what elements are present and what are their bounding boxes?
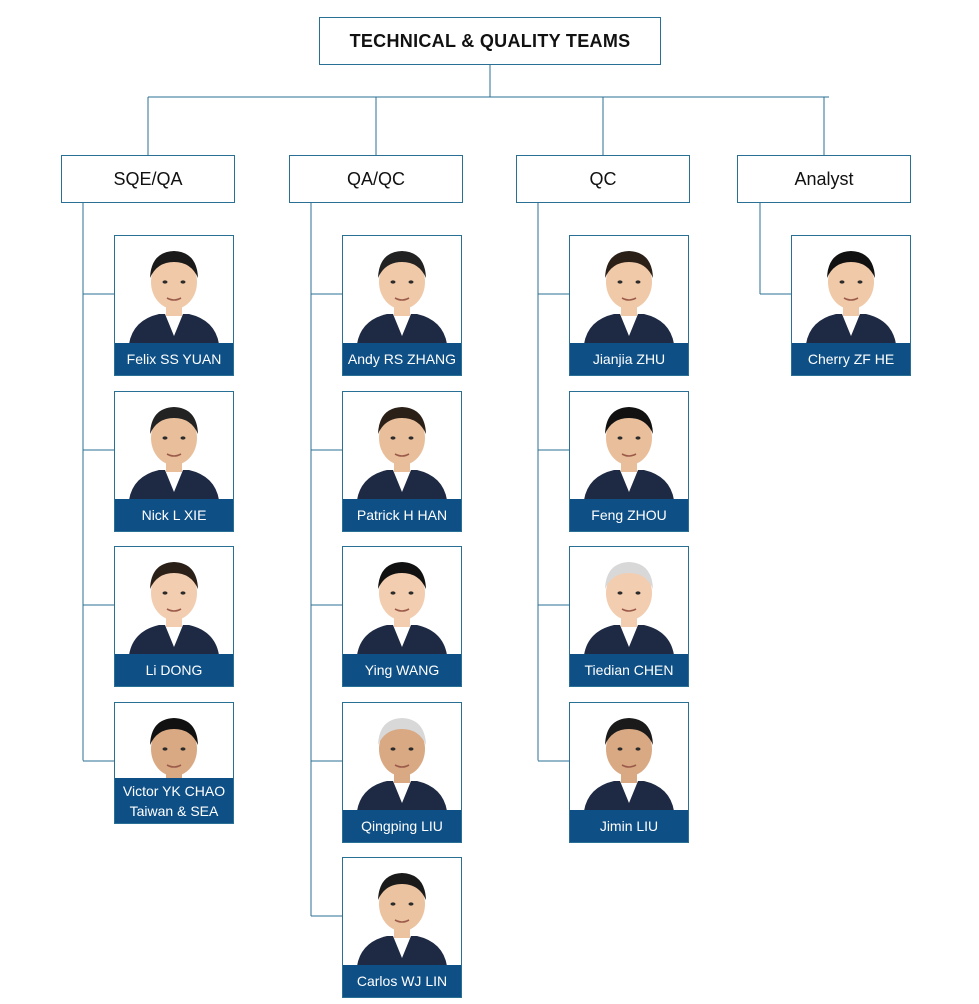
nameplate: Carlos WJ LIN [343, 965, 461, 997]
portrait-photo [570, 236, 688, 344]
team-header-qc: QC [516, 155, 690, 203]
portrait-photo [115, 236, 233, 344]
member-name: Feng ZHOU [591, 507, 667, 523]
portrait-photo [570, 392, 688, 500]
portrait-photo [115, 547, 233, 655]
member-name: Nick L XIE [141, 507, 207, 523]
person-icon [357, 407, 447, 500]
portrait-photo [570, 703, 688, 811]
member-card: Tiedian CHEN [569, 546, 689, 687]
member-region: Taiwan & SEA [129, 802, 219, 819]
nameplate: Feng ZHOU [570, 499, 688, 531]
person-icon [806, 251, 896, 344]
member-card: Ying WANG [342, 546, 462, 687]
org-root-title-box: TECHNICAL & QUALITY TEAMS [319, 17, 661, 65]
nameplate: Patrick H HAN [343, 499, 461, 531]
org-root-title: TECHNICAL & QUALITY TEAMS [349, 30, 631, 51]
nameplate: Nick L XIE [115, 499, 233, 531]
person-icon [357, 562, 447, 655]
portrait-photo [343, 236, 461, 344]
member-card: Jianjia ZHU [569, 235, 689, 376]
nameplate: Cherry ZF HE [792, 343, 910, 375]
team-name: SQE/QA [113, 168, 183, 189]
nameplate: Ying WANG [343, 654, 461, 686]
member-name: Cherry ZF HE [807, 351, 895, 367]
portrait-photo [343, 858, 461, 966]
member-name: Victor YK CHAO [122, 782, 226, 799]
member-card: Cherry ZF HE [791, 235, 911, 376]
portrait-photo [570, 547, 688, 655]
member-card: Felix SS YUAN [114, 235, 234, 376]
member-card: Nick L XIE [114, 391, 234, 532]
member-card: Qingping LIU [342, 702, 462, 843]
member-name: Felix SS YUAN [126, 351, 222, 367]
member-card: Andy RS ZHANG [342, 235, 462, 376]
member-card: Li DONG [114, 546, 234, 687]
member-card: Carlos WJ LIN [342, 857, 462, 998]
nameplate: Jianjia ZHU [570, 343, 688, 375]
portrait-photo [343, 703, 461, 811]
portrait-photo [115, 392, 233, 500]
nameplate: Jimin LIU [570, 810, 688, 842]
member-name: Qingping LIU [361, 818, 443, 834]
member-name: Li DONG [145, 662, 203, 678]
person-icon [357, 873, 447, 966]
person-icon [129, 251, 219, 344]
member-name: Jianjia ZHU [592, 351, 666, 367]
nameplate: Qingping LIU [343, 810, 461, 842]
person-icon [584, 562, 674, 655]
member-card: Victor YK CHAO Taiwan & SEA [114, 702, 234, 824]
member-card: Feng ZHOU [569, 391, 689, 532]
member-name: Carlos WJ LIN [356, 973, 448, 989]
member-card: Patrick H HAN [342, 391, 462, 532]
team-header-qa-qc: QA/QC [289, 155, 463, 203]
nameplate: Tiedian CHEN [570, 654, 688, 686]
person-icon [584, 718, 674, 811]
member-name: Andy RS ZHANG [347, 351, 457, 367]
nameplate: Li DONG [115, 654, 233, 686]
portrait-photo [792, 236, 910, 344]
nameplate: Victor YK CHAO Taiwan & SEA [115, 778, 233, 823]
member-name: Jimin LIU [599, 818, 659, 834]
person-icon [129, 562, 219, 655]
person-icon [129, 407, 219, 500]
member-card: Jimin LIU [569, 702, 689, 843]
team-header-sqe-qa: SQE/QA [61, 155, 235, 203]
portrait-photo [343, 547, 461, 655]
person-icon [357, 718, 447, 811]
person-icon [584, 407, 674, 500]
portrait-photo [343, 392, 461, 500]
team-header-analyst: Analyst [737, 155, 911, 203]
team-name: Analyst [794, 168, 854, 189]
member-name: Patrick H HAN [356, 507, 448, 523]
member-name: Tiedian CHEN [584, 662, 674, 678]
nameplate: Andy RS ZHANG [343, 343, 461, 375]
team-name: QC [589, 168, 617, 189]
team-name: QA/QC [346, 168, 405, 189]
person-icon [584, 251, 674, 344]
person-icon [357, 251, 447, 344]
member-name: Ying WANG [364, 662, 440, 678]
nameplate: Felix SS YUAN [115, 343, 233, 375]
